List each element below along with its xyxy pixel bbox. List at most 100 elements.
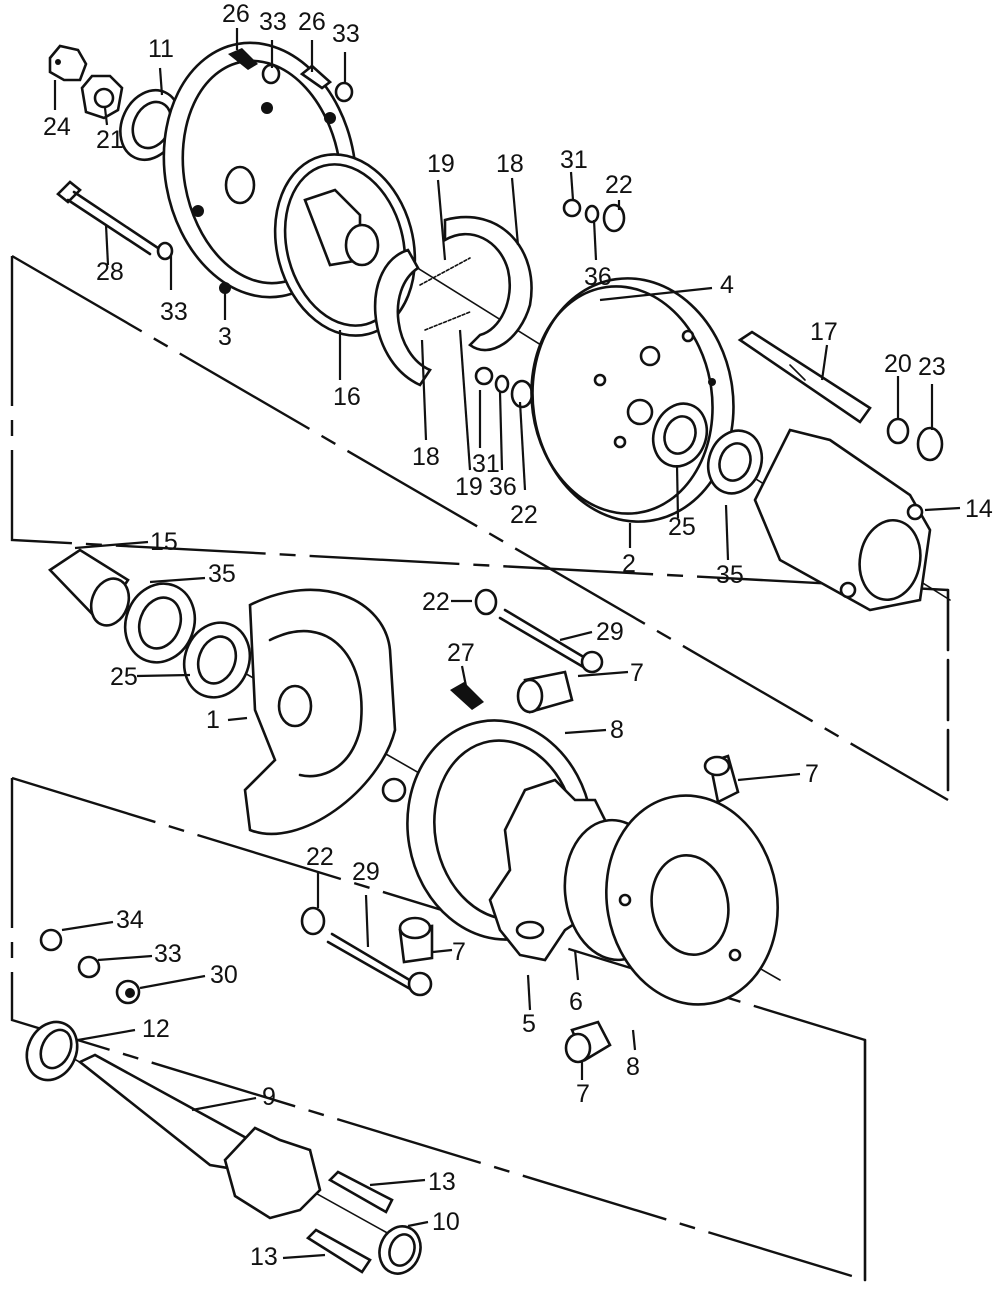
callout-7: 7 bbox=[805, 760, 819, 788]
part-13-stud-lower bbox=[305, 1228, 372, 1274]
part-7-damper-d bbox=[564, 1020, 612, 1064]
callout-22: 22 bbox=[422, 588, 450, 616]
callout-27: 27 bbox=[447, 639, 475, 667]
part-19-springs bbox=[419, 257, 471, 331]
part-22-washer-low bbox=[300, 906, 326, 936]
part-2-brake-panel bbox=[530, 277, 735, 523]
leader-lines bbox=[53, 28, 961, 1260]
part-17-shaft bbox=[737, 330, 872, 424]
callout-19: 19 bbox=[427, 150, 455, 178]
part-25-bearing-lower bbox=[182, 621, 252, 699]
part-7-damper-a bbox=[516, 670, 574, 714]
callout-9: 9 bbox=[262, 1083, 276, 1111]
callout-7: 7 bbox=[452, 938, 466, 966]
callout-24: 24 bbox=[43, 113, 71, 141]
callout-22: 22 bbox=[605, 171, 633, 199]
hex-nut-floating bbox=[381, 777, 407, 803]
callout-7: 7 bbox=[576, 1080, 590, 1108]
part-33-washer-low bbox=[77, 955, 101, 979]
callout-4: 4 bbox=[720, 271, 734, 299]
callout-3: 3 bbox=[218, 323, 232, 351]
part-31-nut-lower bbox=[474, 366, 494, 386]
callout-25: 25 bbox=[110, 663, 138, 691]
callout-21: 21 bbox=[96, 126, 124, 154]
callout-34: 34 bbox=[116, 906, 144, 934]
callout-5: 5 bbox=[522, 1010, 536, 1038]
part-35-bearing-upper bbox=[706, 429, 764, 495]
part-24-cap-nut bbox=[48, 44, 88, 82]
callout-20: 20 bbox=[884, 350, 912, 378]
callout-30: 30 bbox=[210, 961, 238, 989]
part-36-washer-lower bbox=[494, 374, 510, 394]
callout-33: 33 bbox=[154, 940, 182, 968]
part-33-washer-right bbox=[334, 81, 354, 103]
callout-36: 36 bbox=[584, 263, 612, 291]
part-8-damper-holder-outer bbox=[605, 794, 779, 1006]
callout-6: 6 bbox=[569, 988, 583, 1016]
part-36-washer-upper bbox=[584, 204, 600, 224]
callout-labels: 24 21 11 26 33 26 33 28 33 3 16 19 18 18… bbox=[43, 0, 993, 1271]
part-18-brake-shoe-upper bbox=[443, 215, 533, 352]
part-34-washer bbox=[39, 928, 63, 952]
part-10-bushing bbox=[378, 1225, 422, 1275]
part-7-damper-b bbox=[703, 754, 740, 804]
part-21-castle-nut bbox=[80, 74, 124, 120]
part-18-brake-shoe-lower bbox=[373, 248, 432, 387]
part-30-nut bbox=[115, 979, 141, 1005]
callout-2: 2 bbox=[622, 550, 636, 578]
part-35-bearing-lower bbox=[123, 582, 197, 664]
part-13-stud-upper bbox=[327, 1170, 394, 1214]
part-23-washer bbox=[916, 426, 944, 462]
part-22-washer-upper bbox=[602, 203, 626, 233]
part-27-screw bbox=[450, 682, 484, 710]
callout-19: 19 bbox=[455, 473, 483, 501]
callout-22: 22 bbox=[306, 843, 334, 871]
callout-8: 8 bbox=[626, 1053, 640, 1081]
callout-8: 8 bbox=[610, 716, 624, 744]
part-25-bearing-upper bbox=[651, 402, 709, 468]
part-28-axle-bolt bbox=[56, 180, 160, 256]
callout-10: 10 bbox=[432, 1208, 460, 1236]
callout-16: 16 bbox=[333, 383, 361, 411]
callout-12: 12 bbox=[142, 1015, 170, 1043]
callout-22: 22 bbox=[510, 501, 538, 529]
callout-28: 28 bbox=[96, 258, 124, 286]
callout-7: 7 bbox=[630, 659, 644, 687]
callout-31: 31 bbox=[560, 146, 588, 174]
callout-29: 29 bbox=[352, 858, 380, 886]
callout-23: 23 bbox=[918, 353, 946, 381]
callout-33: 33 bbox=[332, 20, 360, 48]
part-29-bolt-low bbox=[326, 932, 433, 997]
part-9-axle bbox=[77, 1053, 322, 1220]
part-22-washer-mid bbox=[474, 588, 498, 616]
axle-centerlines bbox=[39, 94, 951, 1241]
part-12-collar bbox=[25, 1020, 79, 1082]
part-29-bolt-mid bbox=[498, 608, 604, 674]
part-14-housing bbox=[753, 428, 932, 612]
callout-15: 15 bbox=[150, 528, 178, 556]
part-26-bolt-right bbox=[299, 64, 333, 90]
callout-13: 13 bbox=[428, 1168, 456, 1196]
callout-18: 18 bbox=[496, 150, 524, 178]
callout-26: 26 bbox=[222, 0, 250, 28]
callout-14: 14 bbox=[965, 495, 993, 523]
part-20-nut bbox=[886, 417, 910, 445]
callout-17: 17 bbox=[810, 318, 838, 346]
part-31-nut-upper bbox=[562, 198, 582, 218]
part-1-guard-plate bbox=[243, 588, 397, 836]
callout-36: 36 bbox=[489, 473, 517, 501]
callout-33: 33 bbox=[160, 298, 188, 326]
upper-group-boundary bbox=[10, 254, 950, 802]
callout-1: 1 bbox=[206, 706, 220, 734]
part-7-damper-c bbox=[398, 916, 434, 964]
callout-11: 11 bbox=[148, 35, 174, 63]
part-22-washer-lower bbox=[510, 379, 534, 409]
callout-18: 18 bbox=[412, 443, 440, 471]
callout-29: 29 bbox=[596, 618, 624, 646]
callout-26: 26 bbox=[298, 8, 326, 36]
part-33-washer-bolt bbox=[156, 241, 174, 261]
callout-31: 31 bbox=[472, 450, 500, 478]
callout-35: 35 bbox=[716, 561, 744, 589]
part-15-spacer bbox=[47, 548, 131, 627]
